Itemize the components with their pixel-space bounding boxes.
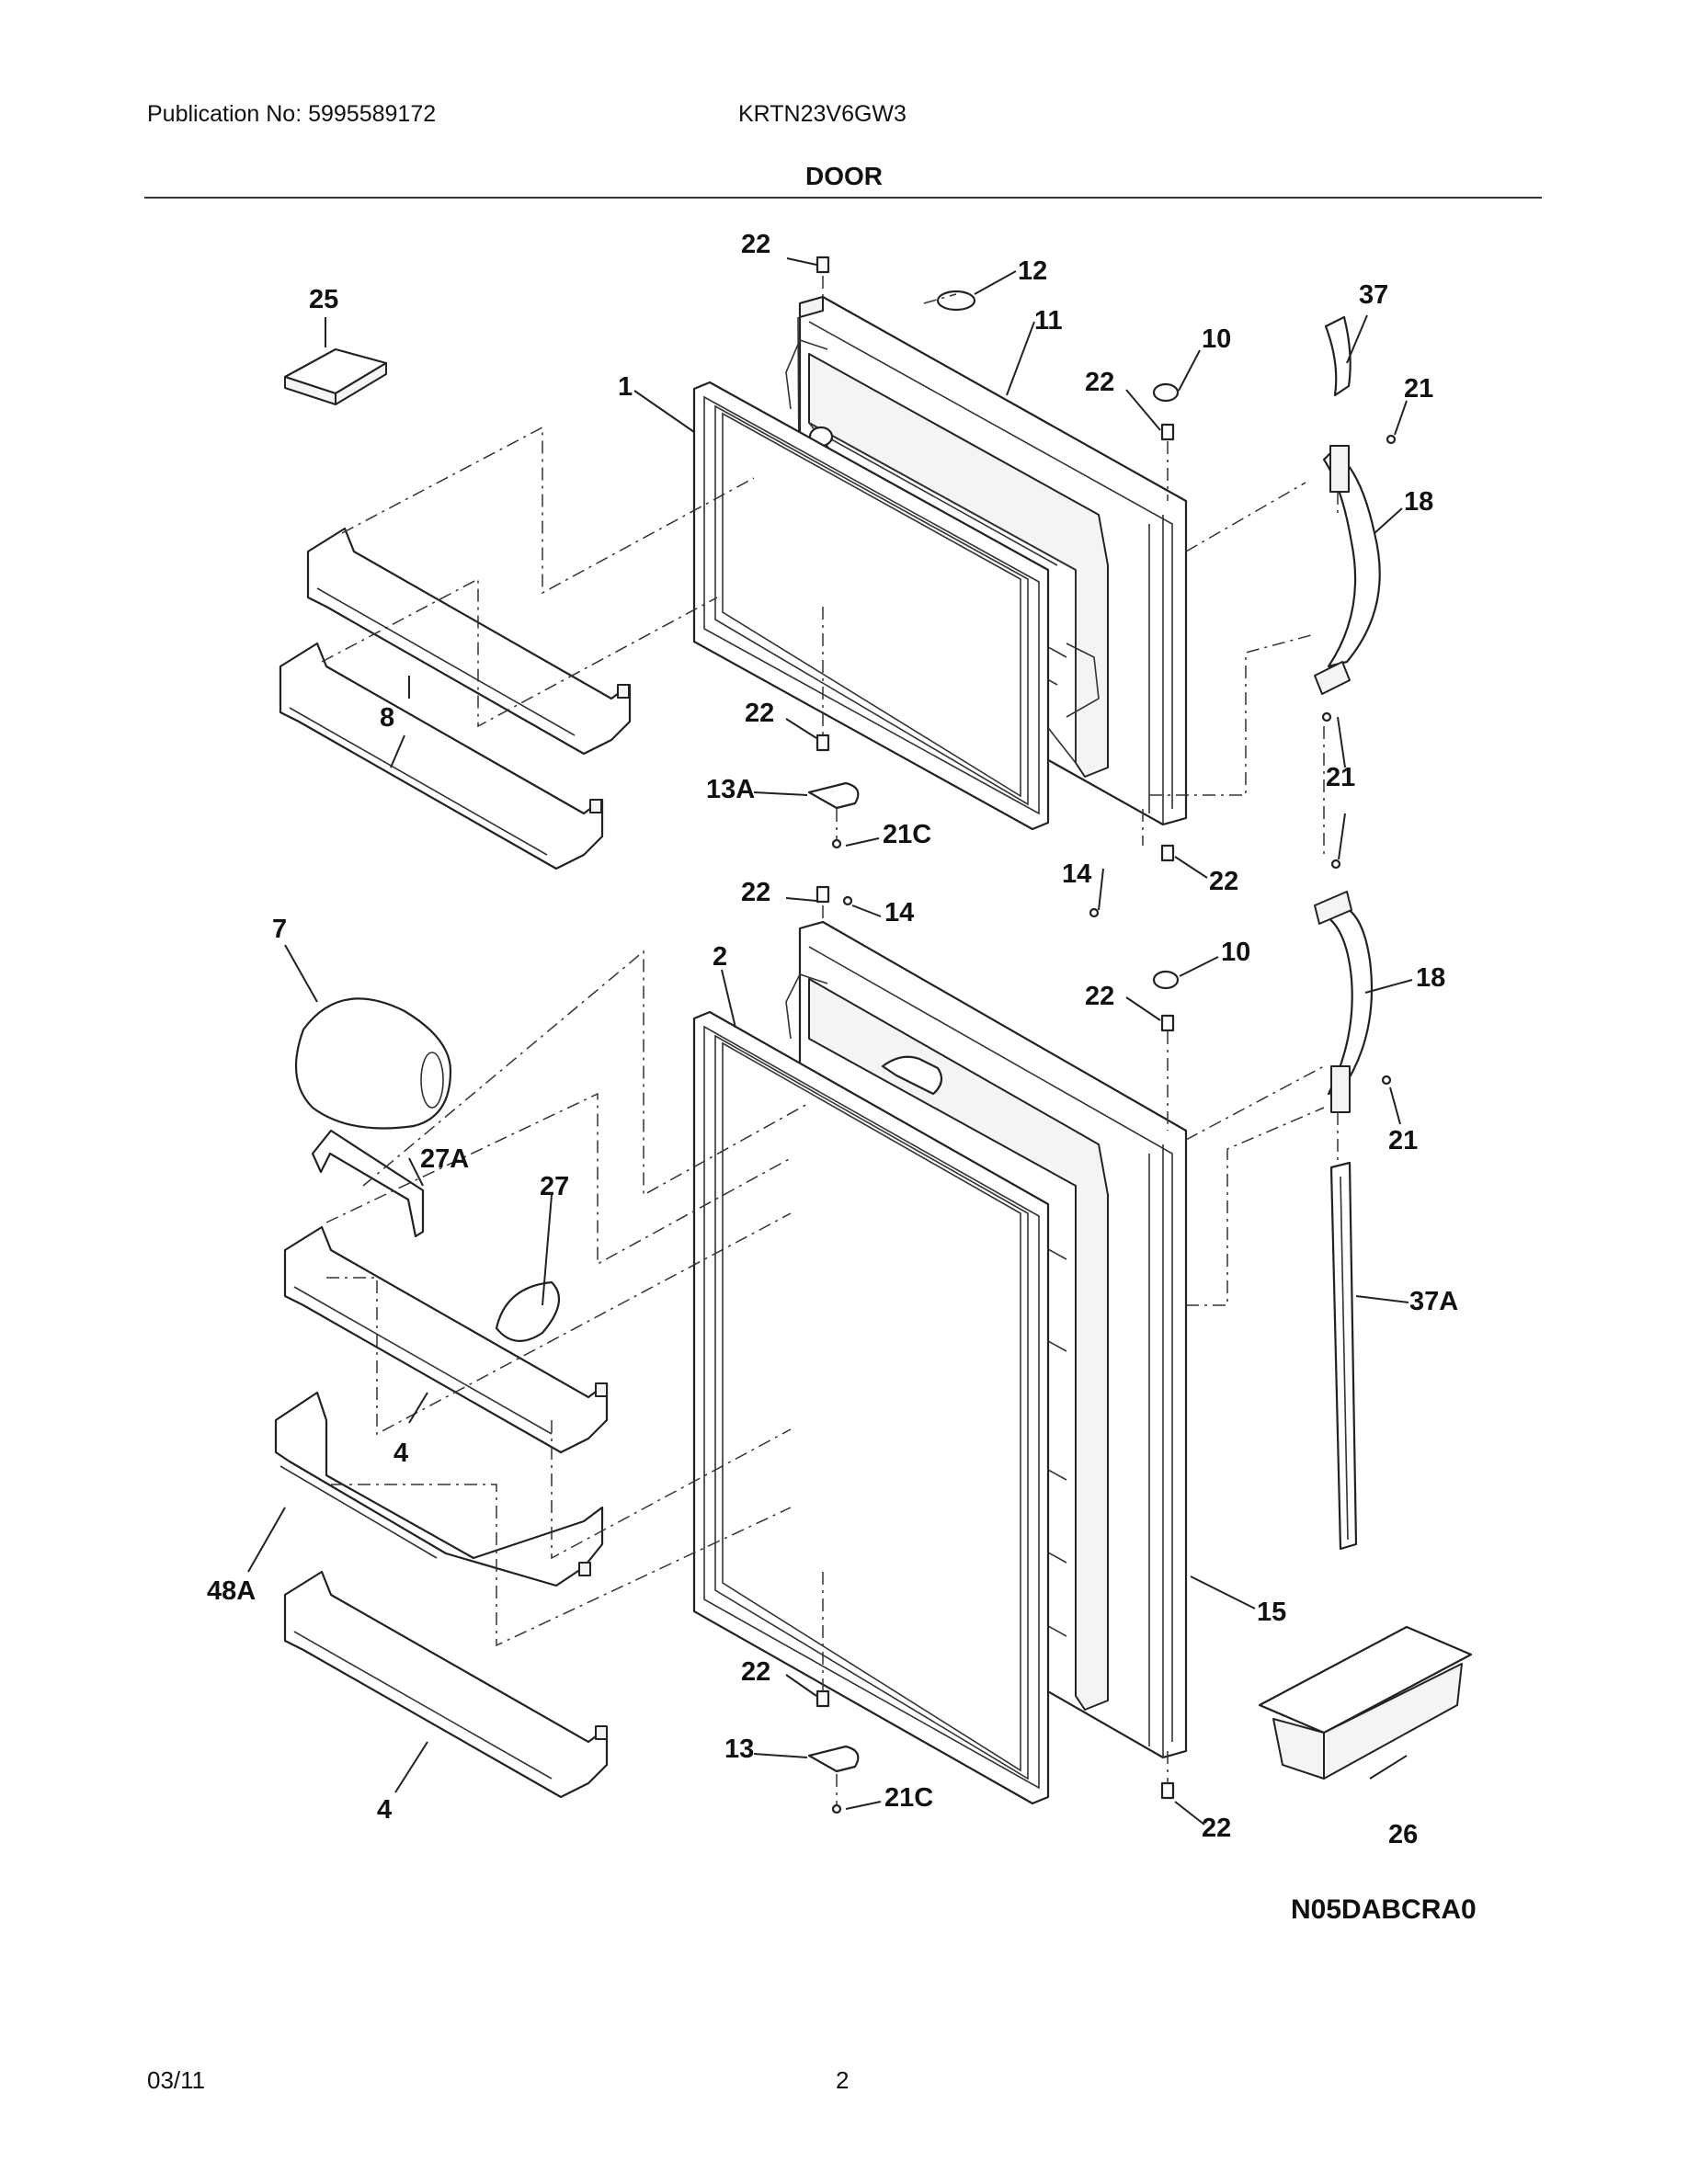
callout-13: 13	[724, 1735, 754, 1764]
fresh-food-shelf-bottom	[283, 1570, 609, 1799]
callout-21c-a: 21C	[883, 820, 931, 849]
callout-14-a: 14	[1062, 859, 1091, 889]
callout-4-b: 4	[377, 1795, 392, 1825]
butter-dish-hinge-27a	[311, 1129, 425, 1238]
egg-tray-25	[283, 347, 388, 405]
bottom-hinge-13	[807, 1745, 860, 1773]
publication-number: Publication No: 5995589172	[147, 101, 437, 127]
fresh-food-handle-18	[1314, 891, 1374, 1113]
callout-21-a: 21	[1404, 374, 1433, 404]
screws	[815, 256, 1397, 1814]
callout-8: 8	[380, 703, 394, 733]
callout-48a: 48A	[207, 1576, 256, 1606]
callout-12: 12	[1018, 256, 1047, 286]
handle-trim-37	[1324, 315, 1352, 397]
model-number: KRTN23V6GW3	[738, 101, 907, 127]
fresh-food-door-gasket	[692, 1010, 1050, 1805]
assembly-dashed-lines	[321, 276, 1339, 1806]
page-number: 2	[836, 2066, 850, 2094]
callout-27: 27	[540, 1172, 569, 1201]
callout-21c-b: 21C	[884, 1783, 933, 1813]
freezer-shelf-lower	[279, 642, 604, 870]
callout-22-e: 22	[741, 878, 770, 907]
callout-22-a: 22	[741, 230, 770, 259]
butter-dish-lid-7	[294, 997, 452, 1130]
top-hinge-13a	[807, 781, 860, 810]
callout-22-h: 22	[1202, 1814, 1231, 1843]
freezer-door-gasket	[692, 381, 1050, 831]
callout-10-a: 10	[1202, 324, 1231, 354]
callout-18-b: 18	[1416, 963, 1445, 993]
door-stop-27	[495, 1280, 561, 1342]
dairy-bin-26	[1258, 1625, 1473, 1780]
callout-22-g: 22	[741, 1657, 770, 1687]
fresh-food-bin-48a	[274, 1391, 604, 1587]
fresh-food-shelf-top	[283, 1225, 609, 1454]
callout-37a: 37A	[1409, 1287, 1458, 1316]
footer-date: 03/11	[147, 2066, 206, 2094]
callout-25: 25	[309, 285, 338, 314]
freezer-shelf-upper	[306, 527, 632, 756]
callout-22-c: 22	[745, 699, 774, 728]
callout-22-d: 22	[1209, 867, 1238, 896]
callout-21-c: 21	[1388, 1126, 1418, 1155]
callout-14-b: 14	[884, 898, 914, 927]
callout-22-b: 22	[1085, 368, 1114, 397]
callout-22-f: 22	[1085, 982, 1114, 1011]
header-rule	[144, 197, 1542, 199]
callout-7: 7	[272, 915, 287, 944]
callout-2: 2	[713, 942, 727, 972]
callout-27a: 27A	[420, 1144, 469, 1174]
callout-15: 15	[1257, 1598, 1286, 1627]
leader-lines	[247, 257, 1413, 1826]
diagram-code: N05DABCRA0	[1291, 1894, 1477, 1925]
callout-1: 1	[618, 372, 633, 402]
callout-labels: 25 1 8 22 12 11 10 22 37 21 18 22 13A 21…	[207, 230, 1458, 1849]
freezer-handle-18	[1314, 445, 1381, 695]
handle-trim-37a	[1329, 1161, 1358, 1551]
callout-26: 26	[1388, 1820, 1418, 1849]
callout-18-a: 18	[1404, 487, 1433, 517]
callout-13a: 13A	[706, 775, 755, 804]
callout-11: 11	[1034, 306, 1063, 336]
callout-10-b: 10	[1221, 938, 1250, 967]
callout-37: 37	[1359, 280, 1388, 310]
callout-21-b: 21	[1326, 763, 1355, 792]
callout-4-a: 4	[393, 1439, 408, 1468]
section-title: DOOR	[805, 162, 883, 190]
